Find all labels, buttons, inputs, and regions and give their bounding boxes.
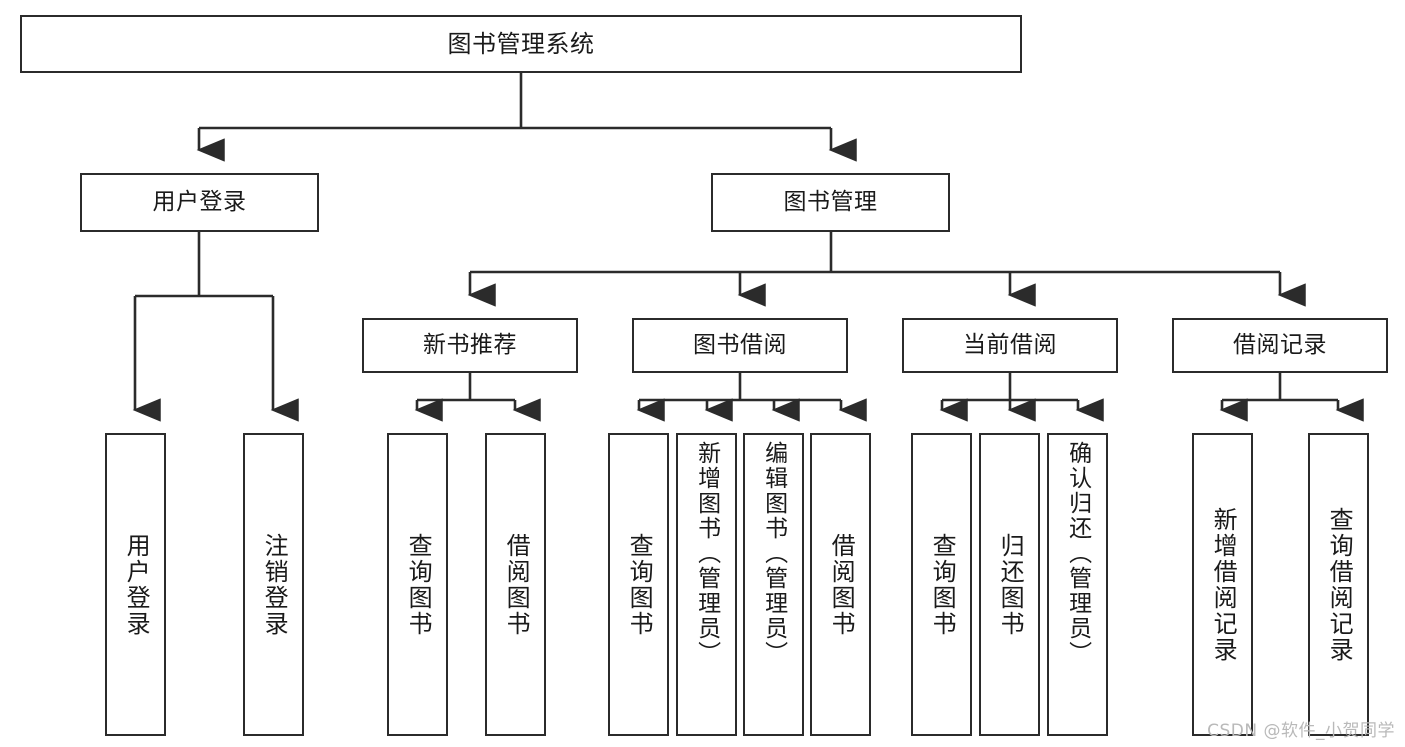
- leaf-query-borrow-record[interactable]: 查询借阅记录: [1308, 433, 1369, 736]
- node-label: 归还图书: [996, 532, 1025, 637]
- node-label: 新增借阅记录: [1209, 506, 1238, 663]
- node-label: 图书管理系统: [447, 29, 595, 58]
- node-label: 新书推荐: [423, 331, 517, 358]
- leaf-confirm-return-admin[interactable]: 确认归还（管理员）: [1047, 433, 1108, 736]
- leaf-user-login[interactable]: 用户登录: [105, 433, 166, 736]
- node-label: 注销登录: [260, 532, 289, 637]
- leaf-logout[interactable]: 注销登录: [243, 433, 304, 736]
- csdn-watermark: CSDN @软件_小贺同学: [1207, 721, 1395, 741]
- node-label: 查询图书: [928, 532, 957, 637]
- node-label: 用户登录: [152, 188, 247, 215]
- leaf-return-book[interactable]: 归还图书: [979, 433, 1040, 736]
- leaf-query-book-recommend[interactable]: 查询图书: [387, 433, 448, 736]
- leaf-edit-book-admin[interactable]: 编辑图书（管理员）: [743, 433, 804, 736]
- node-label: 确认归还（管理员）: [1064, 441, 1091, 666]
- leaf-borrow-book-recommend[interactable]: 借阅图书: [485, 433, 546, 736]
- leaf-add-borrow-record[interactable]: 新增借阅记录: [1192, 433, 1253, 736]
- node-label: 图书借阅: [693, 331, 787, 358]
- node-user-login[interactable]: 用户登录: [80, 173, 319, 232]
- node-label: 图书管理: [783, 188, 878, 215]
- node-borrow-record[interactable]: 借阅记录: [1172, 318, 1388, 373]
- node-label: 借阅图书: [827, 532, 856, 637]
- node-label: 编辑图书（管理员）: [760, 441, 787, 666]
- node-root-book-management-system[interactable]: 图书管理系统: [20, 15, 1022, 73]
- node-label: 借阅图书: [502, 532, 531, 637]
- node-label: 用户登录: [122, 532, 151, 637]
- leaf-query-book-borrow[interactable]: 查询图书: [608, 433, 669, 736]
- node-book-borrow[interactable]: 图书借阅: [632, 318, 848, 373]
- leaf-borrow-book[interactable]: 借阅图书: [810, 433, 871, 736]
- leaf-query-book-current[interactable]: 查询图书: [911, 433, 972, 736]
- node-label: 当前借阅: [963, 331, 1057, 358]
- node-label: 查询图书: [625, 532, 654, 637]
- node-new-book-recommend[interactable]: 新书推荐: [362, 318, 578, 373]
- node-label: 借阅记录: [1233, 331, 1327, 358]
- node-label: 查询图书: [404, 532, 433, 637]
- node-current-borrow[interactable]: 当前借阅: [902, 318, 1118, 373]
- node-label: 查询借阅记录: [1325, 506, 1354, 663]
- node-label: 新增图书（管理员）: [693, 441, 720, 666]
- leaf-add-book-admin[interactable]: 新增图书（管理员）: [676, 433, 737, 736]
- node-book-management[interactable]: 图书管理: [711, 173, 950, 232]
